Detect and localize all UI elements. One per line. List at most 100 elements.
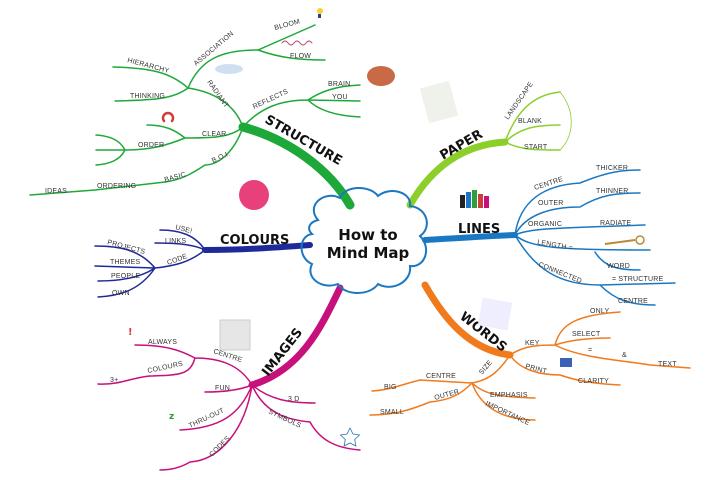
node-people: PEOPLE [111, 273, 140, 280]
node-organic: ORGANIC [528, 221, 562, 228]
node-start: START [524, 144, 548, 151]
words-main-line [421, 281, 514, 359]
node-hierarchy: HIERARCHY [126, 57, 169, 75]
node-connected: CONNECTED [537, 261, 582, 285]
star-icon [84, 231, 93, 240]
node-bloom: BLOOM [274, 18, 301, 32]
brain-icon [367, 66, 395, 86]
branch-words [369, 281, 691, 421]
node-big: BIG [384, 384, 397, 391]
node-words-centre: CENTRE [426, 373, 456, 380]
warning-icon [172, 452, 194, 470]
node-use: USE! [174, 224, 192, 235]
line [559, 91, 572, 151]
line [95, 124, 244, 166]
magnet-icon [161, 111, 175, 123]
node-brain: BRAIN [328, 81, 350, 88]
node-length: LENGTH = [537, 239, 574, 252]
node-ordering: ORDERING [97, 183, 136, 190]
node-you: YOU [332, 94, 348, 101]
cube-icon [219, 319, 251, 351]
warning-icon [110, 83, 122, 93]
node-eq-structure: = STRUCTURE [612, 276, 664, 283]
wave-icon [281, 40, 313, 46]
line [94, 229, 206, 298]
line [29, 126, 244, 196]
node-clear: CLEAR [202, 131, 226, 138]
key-icon [604, 235, 645, 245]
node-themes: THEMES [110, 259, 140, 266]
node-own: OWN [112, 290, 130, 297]
node-thinking: THINKING [130, 93, 165, 100]
exclamation-icon: ! [128, 327, 133, 338]
node-links: LINKS [165, 238, 186, 245]
line [369, 354, 536, 421]
line [187, 24, 326, 89]
node-word: WORD [607, 263, 630, 270]
line [159, 384, 361, 471]
node-print: PRINT [524, 363, 548, 376]
node-thinner: THINNER [596, 188, 629, 195]
node-key: KEY [525, 340, 540, 347]
node-small: SMALL [380, 409, 404, 416]
node-eq: = [588, 347, 592, 354]
node-basic: BASIC [164, 171, 187, 183]
node-importance: IMPORTANCE [484, 400, 531, 427]
node-boi: B.O.I. [211, 150, 231, 164]
line [509, 311, 691, 386]
node-always: ALWAYS [148, 339, 177, 346]
node-fun: FUN [215, 385, 230, 392]
arrow-up-icon [115, 42, 125, 53]
node-images-centre: CENTRE [212, 348, 243, 364]
node-association: ASSOCIATION [193, 30, 235, 67]
node-lines-centre2: CENTRE [618, 298, 648, 305]
lightbulb-icon [317, 8, 323, 18]
node-blank: BLANK [518, 118, 542, 125]
central-cloud: How to Mind Map [300, 187, 428, 294]
lines-label: LINES [458, 222, 500, 237]
node-3d: 3 D [288, 396, 300, 403]
lines-main-line [422, 232, 518, 243]
line [504, 91, 561, 151]
line [97, 344, 253, 386]
title-line-2: Mind Map [327, 244, 410, 262]
crayons-icon [460, 190, 489, 208]
node-size: SIZE [478, 359, 494, 376]
branch-colours [94, 229, 313, 298]
paper-main-line [406, 138, 509, 209]
branch-lines [422, 169, 676, 306]
node-lines-outer: OUTER [538, 200, 564, 207]
node-images-colours: COLOURS [147, 361, 184, 375]
recycle-icon: z [169, 412, 174, 422]
line [242, 84, 361, 128]
color-wheel-icon [239, 180, 269, 210]
node-symbols: SYMBOLS [267, 408, 302, 429]
line [187, 87, 244, 128]
branch-structure [29, 24, 361, 210]
node-text: TEXT [658, 361, 677, 368]
colours-main-line [202, 242, 313, 253]
node-emphasis: EMPHASIS [490, 392, 528, 399]
node-3plus: 3+ [110, 377, 118, 384]
node-radiant: RADIANT [205, 79, 229, 110]
node-only: ONLY [590, 308, 609, 315]
branch-paper [406, 91, 572, 209]
node-order: ORDER [138, 142, 164, 149]
star-icon [339, 427, 361, 447]
ripple-icon [215, 64, 243, 74]
colours-label: COLOURS [220, 233, 289, 248]
node-flow: FLOW [290, 53, 311, 60]
title-line-1: How to [338, 226, 397, 244]
node-select: SELECT [572, 331, 601, 338]
line [514, 169, 676, 306]
node-radiate: RADIATE [600, 220, 631, 227]
node-clarity: CLARITY [578, 378, 609, 385]
node-amp: & [622, 352, 627, 359]
images-main-line [248, 284, 344, 389]
cloud-shape [300, 187, 428, 294]
printer-icon [560, 358, 572, 367]
bar-chart-icon [477, 297, 513, 331]
line [112, 66, 189, 102]
